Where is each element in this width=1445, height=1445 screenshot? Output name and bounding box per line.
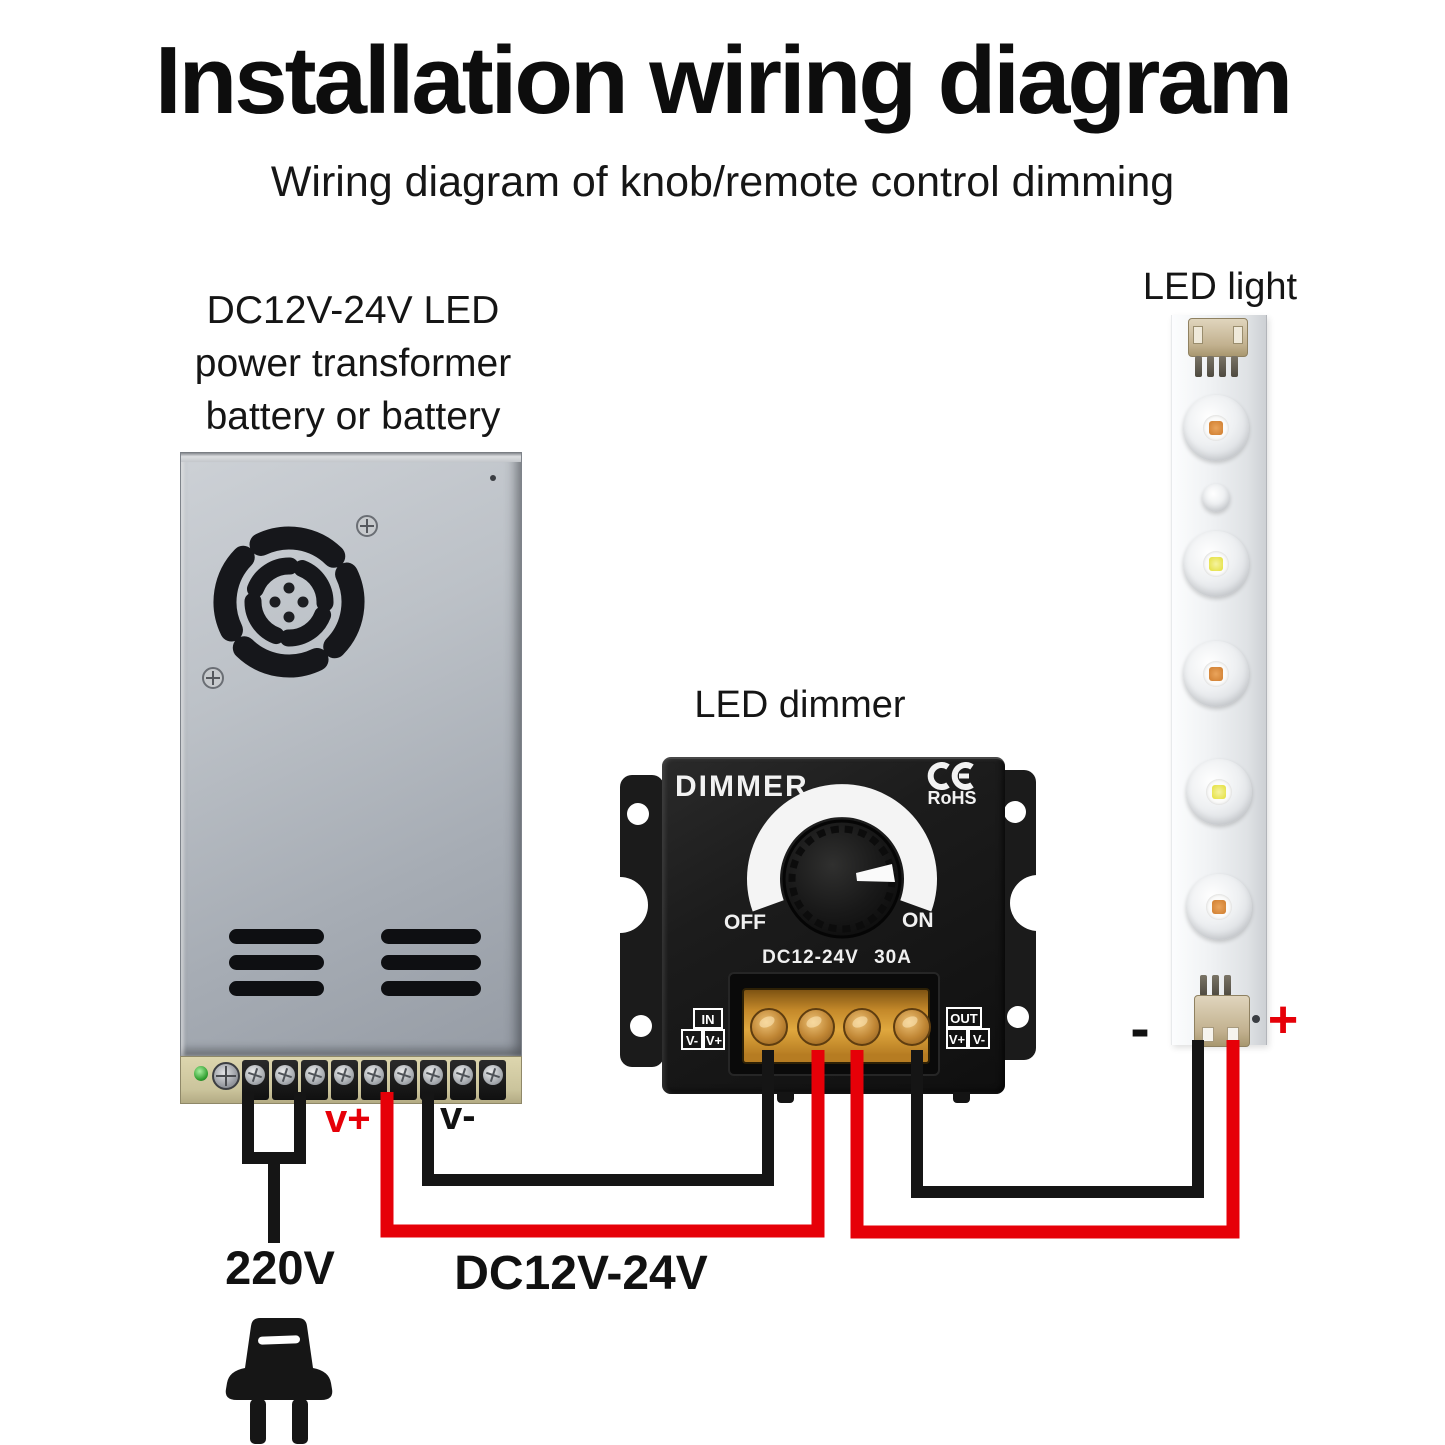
on-label: ON <box>902 909 934 932</box>
led-lens <box>1183 531 1249 597</box>
dial-arc <box>747 784 937 912</box>
strip-pin-hole <box>1252 1015 1260 1023</box>
screw-terminal <box>479 1060 507 1100</box>
mains-voltage-label: 220V <box>225 1241 335 1294</box>
in-vminus: V- <box>681 1029 703 1050</box>
connector-pin <box>1207 356 1214 377</box>
led-dimmer-unit: DIMMER RoHS <box>618 757 1038 1105</box>
power-supply-case <box>180 452 522 1057</box>
dimmer-rating-text: DC12-24V 30A <box>762 947 912 968</box>
dimmer-terminal-block <box>742 988 931 1064</box>
output-legend: OUT V+ V- <box>946 1007 990 1049</box>
mount-hole <box>627 803 649 825</box>
out-vplus: V+ <box>946 1028 968 1049</box>
page-subtitle: Wiring diagram of knob/remote control di… <box>270 158 1175 206</box>
dimmer-foot <box>777 1092 794 1103</box>
vplus-label: v+ <box>325 1097 371 1141</box>
dimmer-brand-text: DIMMER <box>675 770 809 803</box>
dimmer-terminal-screw <box>893 1008 931 1046</box>
dimmer-body: DIMMER RoHS <box>662 757 1005 1103</box>
ce-mark-icon <box>927 762 974 790</box>
led-light-caption: LED light <box>1142 266 1298 308</box>
connector-pin <box>1224 975 1231 996</box>
vminus-label: v- <box>440 1094 476 1138</box>
dimmer-dial <box>747 784 937 939</box>
out-vminus: V- <box>968 1028 990 1049</box>
power-supply-caption-line2: power transformer <box>194 342 512 385</box>
dimmer-foot <box>953 1092 970 1103</box>
power-supply-caption: DC12V-24V LED power transformer battery … <box>158 284 548 443</box>
strip-bottom-connector <box>1194 995 1250 1047</box>
out-title: OUT <box>946 1007 982 1028</box>
connector-pin <box>1195 356 1202 377</box>
connector-pin <box>1212 975 1219 996</box>
connector-pin <box>1219 356 1226 377</box>
power-supply-caption-line1: DC12V-24V LED <box>206 289 500 332</box>
dimmer-terminal-screw <box>797 1008 835 1046</box>
mount-hole <box>630 1015 652 1037</box>
led-lens <box>1186 759 1252 825</box>
mount-hole <box>1007 1006 1029 1028</box>
dimmer-caption: LED dimmer <box>694 684 906 726</box>
screw-terminal <box>390 1060 418 1100</box>
screw-terminal <box>331 1060 358 1100</box>
connector-pin <box>1231 356 1238 377</box>
led-strip <box>1171 315 1267 1047</box>
dimmer-terminal-recess <box>728 972 940 1076</box>
mains-plug-icon <box>225 1318 333 1444</box>
in-vplus: V+ <box>703 1029 725 1050</box>
fan-grille-icon <box>213 526 365 678</box>
screw-terminal <box>242 1060 269 1100</box>
rohs-text: RoHS <box>927 788 977 808</box>
case-screw-icon <box>202 667 224 689</box>
page-title: Installation wiring diagram <box>154 27 1293 134</box>
mount-hole <box>1004 801 1026 823</box>
off-label: OFF <box>724 911 766 934</box>
voltage-adjust-screw <box>212 1062 240 1090</box>
dimmer-terminal-screw <box>750 1008 788 1046</box>
dimmer-knob <box>782 819 902 939</box>
power-supply-face-art <box>202 475 496 996</box>
led-lens <box>1183 641 1249 707</box>
led-plus-label: + <box>1267 991 1299 1049</box>
led-lens-small <box>1202 484 1230 512</box>
screw-terminal <box>271 1060 299 1100</box>
screw-terminal <box>360 1060 388 1100</box>
dimmer-terminal-screw <box>843 1008 881 1046</box>
led-lens <box>1186 874 1252 940</box>
screw-terminal <box>301 1060 329 1100</box>
power-supply-unit <box>180 452 522 1104</box>
vent-slots <box>229 929 481 996</box>
case-pin-hole <box>490 475 496 481</box>
in-title: IN <box>693 1008 723 1029</box>
strip-top-connector <box>1188 318 1248 357</box>
led-lens <box>1183 395 1249 461</box>
power-supply-top-edge <box>181 452 521 462</box>
input-legend: IN V- V+ <box>681 1008 725 1050</box>
led-minus-label: - <box>1130 996 1150 1061</box>
connector-pin <box>1200 975 1207 996</box>
knob-indicator <box>856 864 895 882</box>
case-screw-icon <box>356 515 378 537</box>
power-supply-caption-line3: battery or battery <box>205 395 501 438</box>
power-indicator-led <box>194 1066 208 1081</box>
dc-voltage-label: DC12V-24V <box>454 1247 708 1300</box>
